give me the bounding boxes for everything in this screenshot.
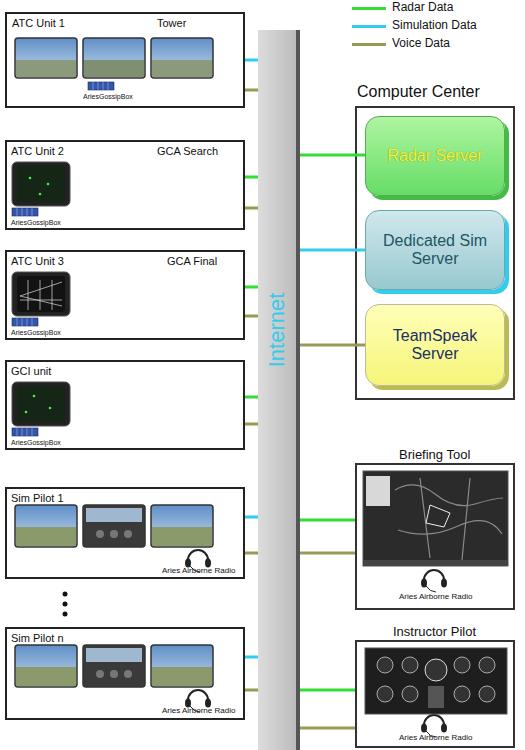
node-title: Computer Center: [357, 83, 480, 101]
node-title: ATC Unit 3: [11, 255, 64, 267]
radar-screens: [12, 162, 70, 426]
node-title: GCI unit: [11, 365, 51, 377]
node-title: Instructor Pilot: [393, 625, 476, 639]
data-link: [245, 315, 258, 318]
data-link: [245, 176, 258, 179]
data-link: [245, 656, 258, 659]
data-link: [300, 344, 365, 347]
node-title: Dedicated Sim Server: [370, 232, 500, 267]
node-label: Tower: [157, 17, 186, 29]
instructor-box: Instructor PilotAries Airborne Radio: [355, 640, 515, 748]
node-label: AriesGossipBox: [11, 439, 61, 447]
node-title: Sim Pilot 1: [11, 492, 64, 504]
sim-pilot-screens: [15, 505, 213, 687]
data-link: [300, 249, 365, 252]
tool-box: Briefing ToolAries Airborne Radio: [355, 463, 515, 610]
data-link: [245, 552, 258, 555]
atc-unit-box: ATC Unit 3 GCA FinalAriesGossipBox: [5, 250, 245, 340]
tower-screens: [15, 38, 213, 78]
node-label: Aries Airborne Radio: [162, 567, 235, 576]
data-link: [245, 59, 258, 62]
data-link: [245, 423, 258, 426]
legend-swatch: [352, 43, 386, 46]
data-link: [300, 552, 355, 555]
legend-swatch: [352, 25, 386, 28]
server-box: TeamSpeak Server: [365, 304, 505, 386]
data-link: [245, 286, 258, 289]
data-link: [245, 516, 258, 519]
atc-unit-box: ATC Unit 1 TowerAriesGossipBox: [5, 12, 245, 108]
node-label: Aries Airborne Radio: [399, 593, 472, 602]
data-link: [245, 396, 258, 399]
node-label: GCA Final: [167, 255, 217, 267]
server-box: Dedicated Sim Server: [365, 210, 505, 290]
atc-unit-box: ATC Unit 2 GCA SearchAriesGossipBox: [5, 140, 245, 230]
node-label: AriesGossipBox: [11, 329, 61, 337]
node-title: ATC Unit 1: [12, 17, 65, 29]
node-title: ATC Unit 2: [11, 145, 64, 157]
data-link: [300, 689, 355, 692]
server-box: Radar Server: [365, 116, 505, 196]
node-title: Sim Pilot n: [11, 632, 64, 644]
gci-unit-box: GCI unitAriesGossipBox: [5, 360, 245, 450]
node-label: AriesGossipBox: [11, 219, 61, 227]
legend-text: Voice Data: [392, 37, 450, 50]
node-title: Internet: [265, 293, 289, 368]
gossip-box-grid: [17, 82, 108, 436]
briefing-screenshot: [363, 471, 508, 566]
continuation-dots: [63, 592, 68, 617]
instructor-panel: [365, 648, 507, 714]
node-title: Radar Server: [370, 147, 500, 165]
legend-swatch: [352, 7, 386, 10]
data-link: [300, 154, 365, 157]
node-label: AriesGossipBox: [83, 93, 133, 101]
legend-text: Radar Data: [392, 1, 453, 14]
data-link: [245, 689, 258, 692]
node-label: Aries Airborne Radio: [399, 734, 472, 743]
node-title: TeamSpeak Server: [370, 327, 500, 362]
data-link: [300, 519, 355, 522]
data-link: [300, 727, 355, 730]
headset-icons: [188, 550, 444, 737]
sim-pilot-box: Sim Pilot 1 Aries Airborne Radio: [5, 487, 245, 579]
data-link: [245, 207, 258, 210]
network-band: Internet: [258, 30, 300, 750]
legend: Radar DataSimulation DataVoice Data: [352, 0, 522, 54]
node-label: GCA Search: [157, 145, 218, 157]
computer-center-box: Computer CenterRadar ServerDedicated Sim…: [355, 106, 515, 400]
node-title: Briefing Tool: [399, 448, 470, 462]
node-label: Aries Airborne Radio: [162, 707, 235, 716]
gossip-box-icons: [12, 82, 114, 436]
headset-cups: [185, 559, 447, 733]
legend-text: Simulation Data: [392, 19, 477, 32]
sim-pilot-box: Sim Pilot n Aries Airborne Radio: [5, 627, 245, 720]
data-link: [245, 89, 258, 92]
